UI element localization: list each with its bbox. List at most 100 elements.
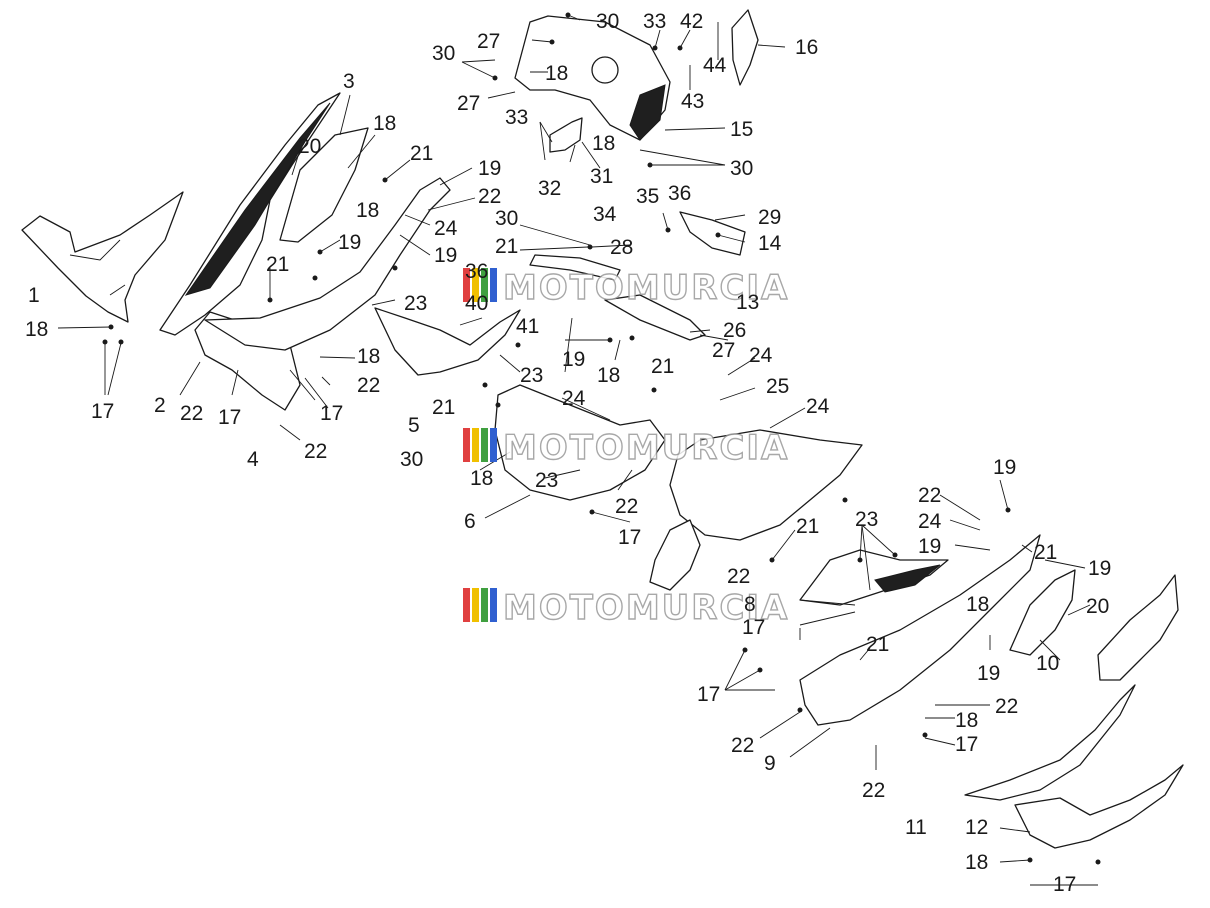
- callout-label: 17: [955, 733, 978, 756]
- fastener: [482, 382, 488, 388]
- callout-label: 21: [495, 235, 518, 258]
- watermark-stripe: [490, 268, 497, 302]
- fastener: [515, 342, 521, 348]
- callout-label: 19: [562, 348, 585, 371]
- callout-label: 23: [855, 508, 878, 531]
- callout-label: 10: [1036, 652, 1059, 675]
- callout-label: 24: [434, 217, 458, 240]
- callout-label: 22: [731, 734, 754, 757]
- part-12: [1014, 764, 1184, 849]
- part-11-upper: [1097, 574, 1179, 681]
- part-9: [799, 534, 1041, 726]
- callout-label: 19: [918, 535, 941, 558]
- fastener: [1095, 859, 1101, 865]
- callout-label: 19: [338, 231, 361, 254]
- callout-label: 42: [680, 10, 703, 33]
- watermark-text: MOTOMURCIA: [503, 268, 789, 308]
- callout-label: 18: [955, 709, 978, 732]
- callout-label: 19: [1088, 557, 1111, 580]
- callout-label: 30: [730, 157, 753, 180]
- callout-label: 43: [681, 90, 704, 113]
- fastener: [922, 732, 928, 738]
- callout-label: 21: [866, 633, 889, 656]
- watermark-stripe: [490, 588, 497, 622]
- callout-label: 22: [862, 779, 885, 802]
- callout-label: 22: [478, 185, 501, 208]
- callout-label: 40: [465, 292, 488, 315]
- part-8-dark: [874, 564, 941, 593]
- watermark-text: MOTOMURCIA: [503, 588, 789, 628]
- watermark-stripe: [481, 588, 488, 622]
- part-3: [279, 127, 369, 243]
- fastener: [651, 387, 657, 393]
- callout-label: 18: [373, 112, 396, 135]
- part-15-hole: [591, 56, 619, 84]
- callout-label: 14: [758, 232, 782, 255]
- callout-label: 18: [965, 851, 988, 874]
- callout-label: 28: [610, 236, 633, 259]
- callout-label: 24: [749, 344, 773, 367]
- part-8: [799, 549, 949, 606]
- watermark-logo: MOTOMURCIA: [463, 427, 788, 469]
- watermark-stripe: [472, 588, 479, 622]
- callout-label: 33: [505, 106, 528, 129]
- callout-label: 18: [545, 62, 568, 85]
- callout-label: 21: [266, 253, 289, 276]
- fastener: [392, 265, 398, 271]
- callout-label: 36: [465, 260, 488, 283]
- fastener: [629, 335, 635, 341]
- fastener: [842, 497, 848, 503]
- callout-label: 30: [400, 448, 423, 471]
- callout-label: 17: [1053, 873, 1076, 896]
- callout-label: 27: [712, 339, 735, 362]
- part-11: [964, 684, 1136, 801]
- part-16: [731, 9, 759, 86]
- part-6: [494, 384, 666, 501]
- fastener: [102, 339, 108, 345]
- callout-label: 15: [730, 118, 753, 141]
- callout-label: 19: [478, 157, 501, 180]
- watermark-logo: MOTOMURCIA: [463, 587, 789, 629]
- callout-label: 41: [516, 315, 539, 338]
- callout-label: 32: [538, 177, 561, 200]
- callout-label: 2: [154, 394, 166, 417]
- part-28: [529, 254, 621, 281]
- part-10: [1009, 569, 1076, 656]
- callout-label: 13: [736, 291, 759, 314]
- fastener: [797, 707, 803, 713]
- watermark-stripe: [481, 428, 488, 462]
- callout-label: 31: [590, 165, 613, 188]
- callout-label: 21: [432, 396, 455, 419]
- callout-label: 27: [457, 92, 480, 115]
- watermark-stripe: [463, 428, 470, 462]
- callout-label: 21: [410, 142, 433, 165]
- callout-label: 29: [758, 206, 781, 229]
- fastener: [312, 275, 318, 281]
- callout-label: 18: [966, 593, 989, 616]
- watermark-stripe: [481, 268, 488, 302]
- fastener: [495, 402, 501, 408]
- watermark-stripe: [472, 428, 479, 462]
- callout-label: 6: [464, 510, 476, 533]
- callout-label: 30: [596, 10, 619, 33]
- callout-label: 8: [744, 593, 756, 616]
- callout-label: 24: [918, 510, 942, 533]
- callout-label: 17: [742, 616, 765, 639]
- part-floor-frame: [669, 429, 863, 541]
- watermark-stripe: [463, 588, 470, 622]
- callout-label: 30: [495, 207, 518, 230]
- callout-label: 21: [1034, 541, 1057, 564]
- callout-label: 36: [668, 182, 691, 205]
- callout-label: 44: [703, 54, 727, 77]
- callout-label: 22: [180, 402, 203, 425]
- callout-label: 17: [218, 406, 241, 429]
- part-1-detail: [69, 239, 126, 296]
- callout-label: 21: [651, 355, 674, 378]
- callout-label: 12: [965, 816, 988, 839]
- callout-label: 18: [356, 199, 379, 222]
- callout-label: 22: [615, 495, 638, 518]
- part-5: [374, 307, 521, 376]
- callout-label: 30: [432, 42, 455, 65]
- watermark-group: MOTOMURCIA MOTOMURCIA MOTOMURCIA: [463, 267, 789, 629]
- callout-label: 3: [343, 70, 355, 93]
